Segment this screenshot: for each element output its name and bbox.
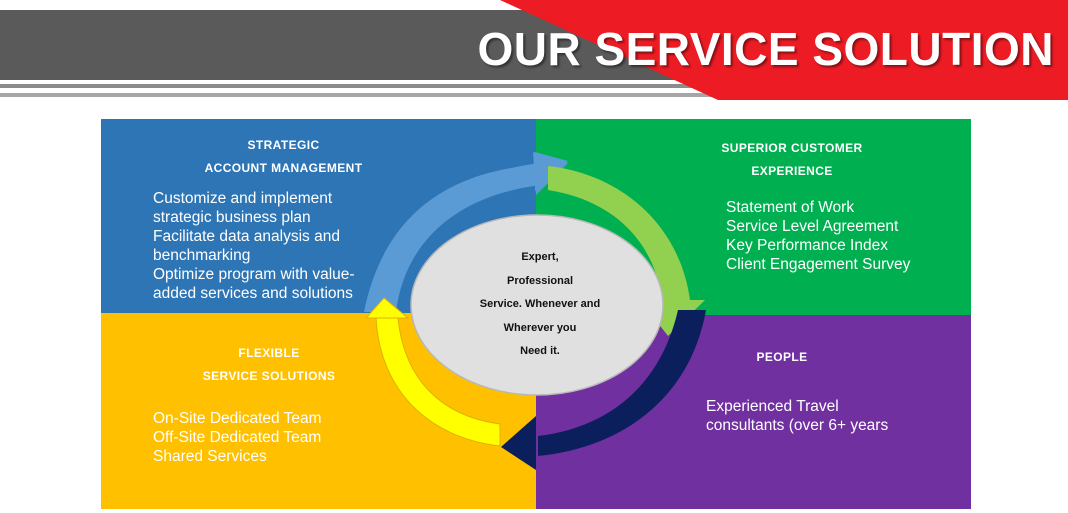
body-line: Service Level Agreement bbox=[726, 218, 899, 235]
body-line: On-Site Dedicated Team bbox=[153, 410, 322, 427]
body-line: Customize and implement bbox=[153, 190, 333, 207]
quadrant-title: FLEXIBLE SERVICE SOLUTIONS bbox=[202, 346, 336, 383]
quadrant-title: PEOPLE bbox=[756, 350, 808, 364]
center-statement: Expert, Professional Service. Whenever a… bbox=[460, 246, 620, 364]
banner-stripe bbox=[0, 93, 720, 97]
body-line: Shared Services bbox=[153, 448, 267, 465]
quadrant-body: Experienced Travel consultants (over 6+ … bbox=[706, 397, 936, 435]
banner-red-wedge bbox=[500, 0, 1068, 100]
quadrant-strategic-account-management: STRATEGIC ACCOUNT MANAGEMENT Customize a… bbox=[101, 119, 536, 313]
body-line: Statement of Work bbox=[726, 199, 855, 216]
banner-stripe bbox=[0, 84, 720, 88]
body-line: Key Performance Index bbox=[726, 237, 888, 254]
center-line: Professional bbox=[506, 274, 574, 287]
quadrant-body: Statement of Work Service Level Agreemen… bbox=[726, 198, 946, 274]
page-title: OUR SERVICE SOLUTION bbox=[477, 23, 1054, 75]
quadrant-title: SUPERIOR CUSTOMER EXPERIENCE bbox=[721, 141, 863, 178]
body-line: strategic business plan bbox=[153, 209, 311, 226]
quadrant-title: STRATEGIC ACCOUNT MANAGEMENT bbox=[204, 138, 363, 175]
body-line: Experienced Travel bbox=[706, 398, 839, 415]
center-line: Need it. bbox=[520, 345, 560, 357]
center-line: Wherever you bbox=[503, 321, 577, 334]
body-line: Facilitate data analysis and bbox=[153, 228, 340, 245]
body-line: Client Engagement Survey bbox=[726, 256, 911, 273]
center-line: Expert, bbox=[521, 251, 559, 263]
body-line: consultants (over 6+ years bbox=[706, 417, 889, 434]
center-line: Service. Whenever and bbox=[479, 298, 601, 310]
header-banner bbox=[0, 0, 1068, 100]
quadrant-body: On-Site Dedicated Team Off-Site Dedicate… bbox=[153, 409, 383, 466]
body-line: added services and solutions bbox=[153, 285, 353, 302]
quadrant-body: Customize and implement strategic busine… bbox=[153, 189, 383, 303]
body-line: Optimize program with value- bbox=[153, 266, 355, 283]
body-line: benchmarking bbox=[153, 247, 251, 264]
body-line: Off-Site Dedicated Team bbox=[153, 429, 322, 446]
